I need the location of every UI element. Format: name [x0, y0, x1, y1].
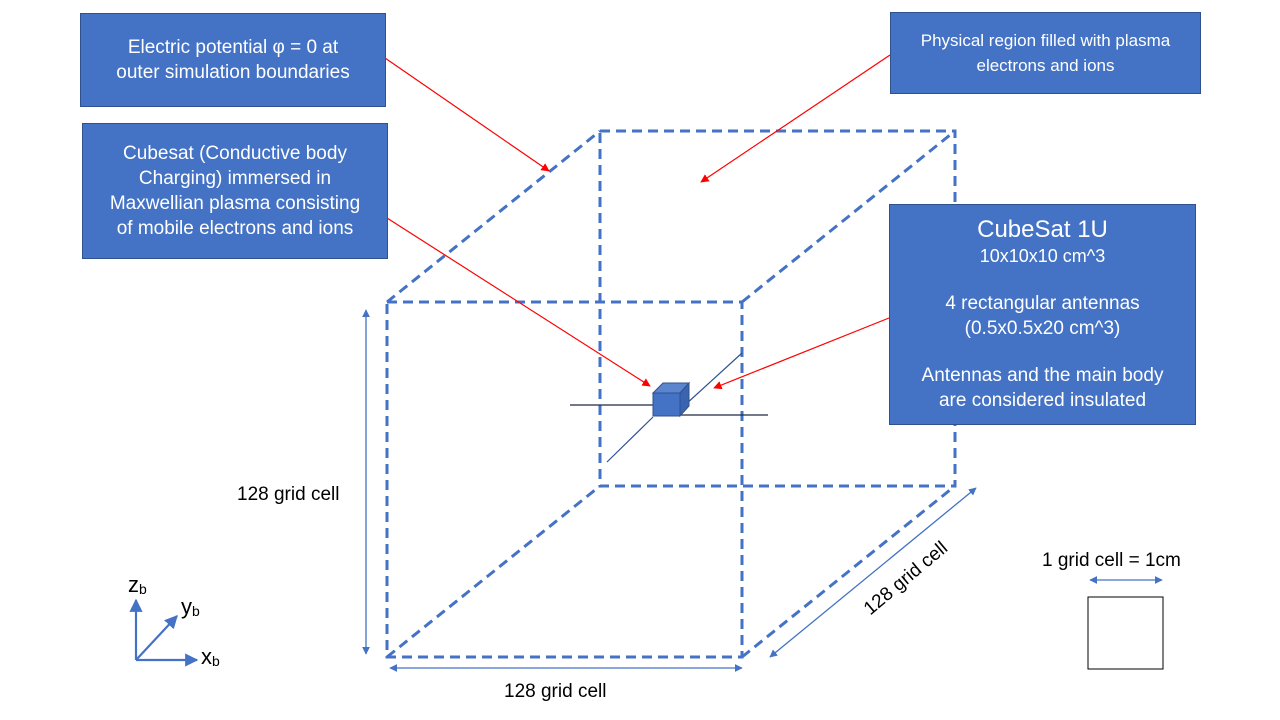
plasma-region-box: Physical region filled with plasma elect…: [890, 12, 1201, 94]
antennas-line-2: (0.5x0.5x20 cm^3): [964, 318, 1121, 339]
dim-label-horizontal: 128 grid cell: [504, 681, 607, 702]
cubesat-front-face: [652, 392, 681, 417]
axis-x-sub: b: [212, 653, 220, 669]
antennas-line-1: 4 rectangular antennas: [945, 293, 1140, 314]
scale-label: 1 grid cell = 1cm: [1042, 550, 1181, 571]
dimension-arrows: [362, 309, 1163, 672]
antenna-front-diagonal: [606, 416, 654, 463]
antenna-back-diagonal: [684, 352, 743, 406]
arrow-boundary: [384, 57, 550, 172]
axis-y-letter: y: [181, 594, 192, 619]
region-line-1: Physical region filled with plasma: [920, 31, 1171, 50]
insulated-line-1: Antennas and the main body: [921, 365, 1164, 386]
arrow-cubesat-spec: [713, 317, 890, 390]
cubesat-size: 10x10x10 cm^3: [979, 246, 1106, 266]
axis-z-letter: z: [128, 572, 139, 597]
axis-z-sub: b: [139, 581, 147, 597]
body-axes: [129, 598, 199, 667]
cube-edge-bottom-left: [386, 484, 601, 659]
pointer-arrows: [384, 54, 891, 390]
arrow-region: [700, 54, 891, 183]
cubesat-title: CubeSat 1U: [977, 216, 1108, 243]
boundary-line-2: outer simulation boundaries: [116, 62, 350, 83]
immersed-line-4: of mobile electrons and ions: [116, 218, 354, 239]
dim-label-vertical: 128 grid cell: [237, 484, 340, 505]
immersed-line-2: Charging) immersed in: [138, 168, 332, 189]
cube-edge-top-right: [741, 129, 956, 304]
axis-y: [135, 615, 178, 661]
axis-y-sub: b: [192, 603, 200, 619]
boundary-line-1: Electric potential φ = 0 at: [127, 37, 339, 58]
cube-edge-top-left: [386, 129, 601, 304]
immersed-line-1: Cubesat (Conductive body: [123, 143, 347, 164]
boundary-condition-box: Electric potential φ = 0 at outer simula…: [80, 13, 386, 107]
axis-label-x: xb: [201, 646, 220, 672]
immersed-line-3: Maxwellian plasma consisting: [109, 193, 361, 214]
insulated-line-2: are considered insulated: [938, 390, 1147, 411]
cube-front-face: [385, 300, 744, 659]
axis-x-letter: x: [201, 644, 212, 669]
cubesat-spec-box: CubeSat 1U 10x10x10 cm^3 4 rectangular a…: [889, 204, 1196, 425]
axis-label-y: yb: [181, 596, 200, 622]
dim-arrow-depth: [769, 487, 977, 658]
axis-label-z: zb: [128, 574, 147, 600]
cubesat-model: [570, 352, 768, 463]
grid-cell-square: [1087, 596, 1164, 670]
arrow-immersed: [386, 217, 651, 387]
region-line-2: electrons and ions: [976, 56, 1115, 75]
immersed-cubesat-box: Cubesat (Conductive body Charging) immer…: [82, 123, 388, 259]
